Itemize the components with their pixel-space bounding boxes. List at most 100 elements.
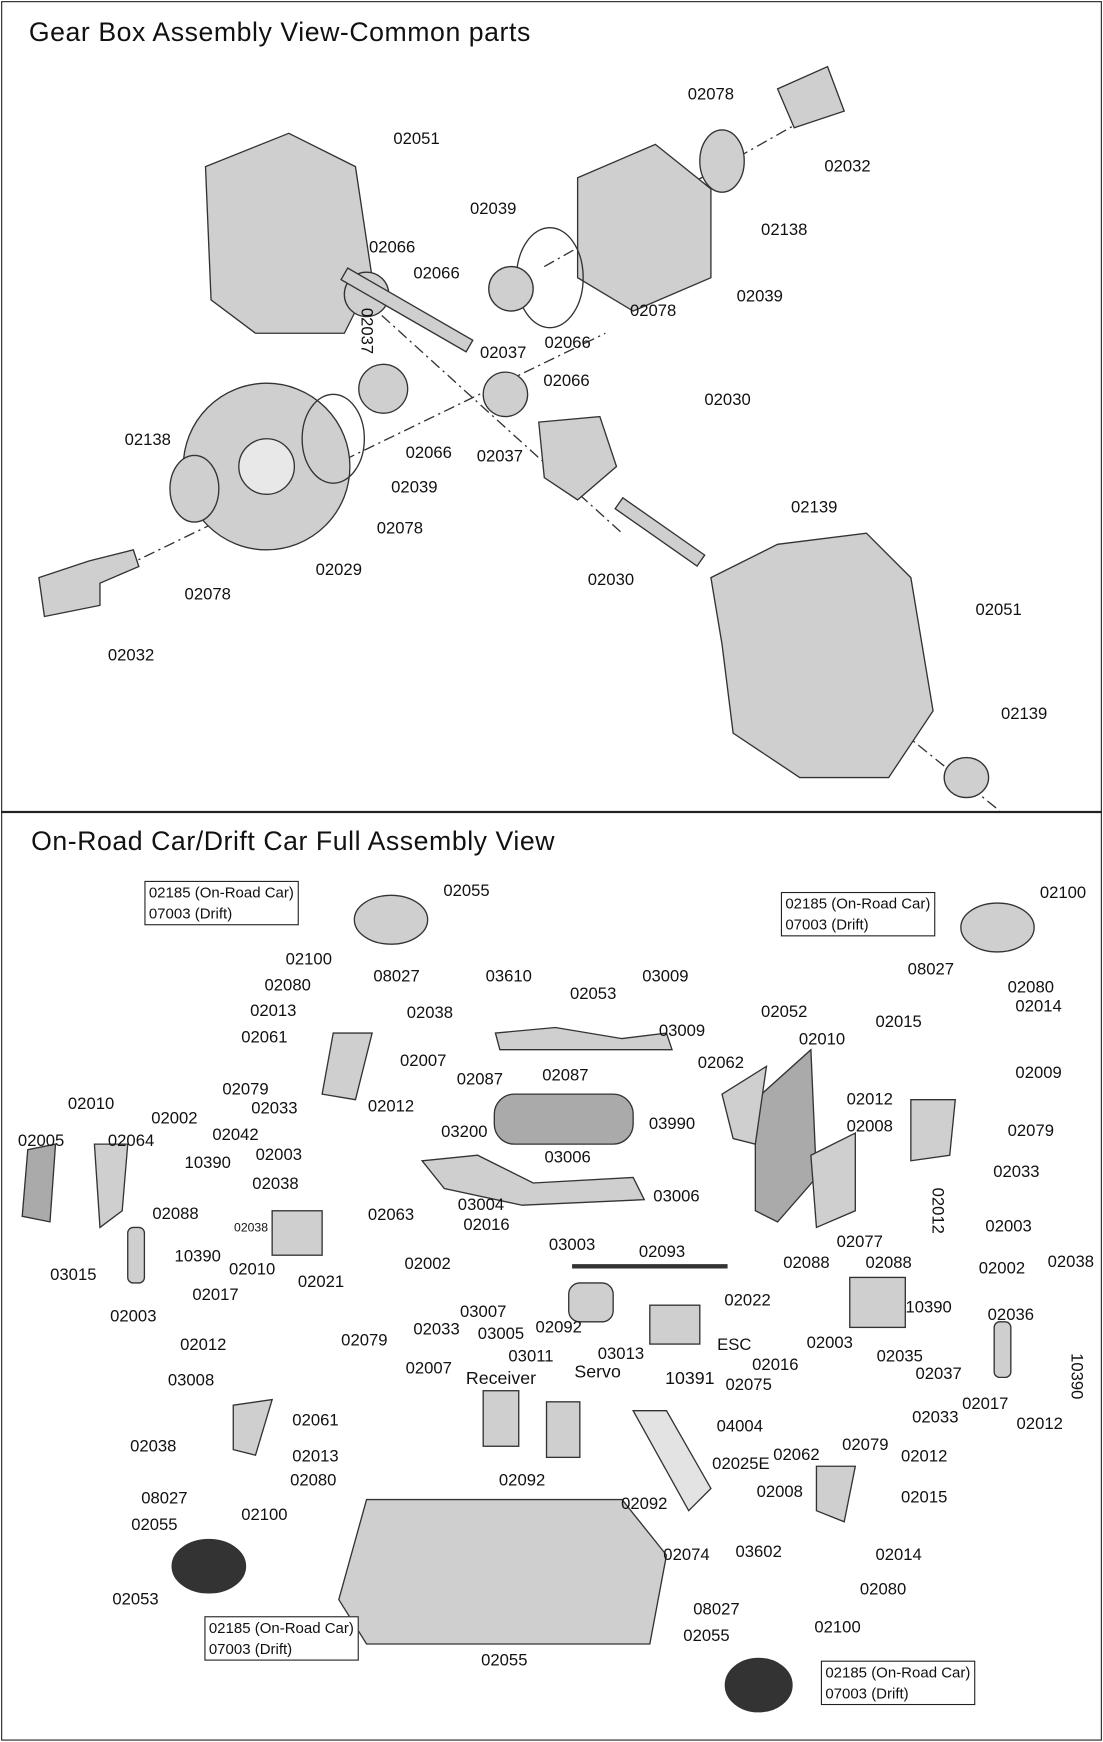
tire-part-onroad: 02185 (On-Road Car): [825, 1663, 971, 1681]
gearbox-part-label: 02051: [393, 129, 440, 149]
tire-part-box-front-right: 02185 (On-Road Car) 07003 (Drift): [780, 891, 935, 937]
assembly-part-label: 03005: [477, 1324, 525, 1344]
gearbox-part-label: 02030: [587, 570, 635, 590]
assembly-part-label: 02055: [131, 1515, 178, 1535]
assembly-part-label: 02093: [638, 1242, 686, 1262]
assembly-part-label: 03006: [544, 1148, 591, 1167]
assembly-part-label: 02092: [535, 1317, 582, 1337]
assembly-part-label: 02015: [875, 1012, 922, 1032]
assembly-part-label: 02092: [498, 1471, 546, 1491]
gearbox-part-label: 02039: [391, 478, 438, 498]
assembly-part-label: 02038: [234, 1221, 269, 1235]
assembly-part-label: 02080: [1007, 978, 1054, 997]
assembly-part-label: 02100: [285, 950, 332, 970]
assembly-part-label: 02062: [697, 1053, 745, 1073]
gearbox-part-label: 02066: [405, 443, 452, 463]
assembly-part-label: 02014: [875, 1545, 922, 1565]
assembly-part-label: 03007: [460, 1302, 507, 1322]
assembly-part-label: 02033: [993, 1162, 1040, 1182]
assembly-part-label: 02038: [130, 1436, 177, 1456]
assembly-part-label: 02062: [773, 1445, 820, 1465]
gearbox-part-label: 02066: [368, 238, 416, 258]
assembly-part-label: 02003: [255, 1145, 302, 1165]
assembly-part-label: 03013: [597, 1344, 645, 1364]
gearbox-section-title: Gear Box Assembly View-Common parts: [28, 17, 531, 48]
tire-front-right: [960, 902, 1035, 953]
assembly-part-label: 03610: [485, 966, 532, 986]
assembly-part-label: 02025E: [712, 1454, 770, 1474]
assembly-part-label: 03990: [648, 1114, 696, 1134]
assembly-part-label: 04004: [716, 1416, 763, 1436]
assembly-part-label: 03006: [653, 1186, 700, 1206]
assembly-part-label: 02055: [443, 881, 490, 901]
gearbox-part-label: 02078: [184, 584, 231, 604]
gearbox-part-label: 02029: [315, 560, 362, 580]
assembly-part-label: Servo: [574, 1362, 621, 1382]
assembly-part-label: 02100: [1039, 883, 1087, 903]
assembly-part-label: 02079: [222, 1080, 269, 1100]
assembly-part-label: 02015: [901, 1487, 948, 1507]
assembly-part-label: 02010: [798, 1030, 846, 1050]
gearbox-part-label: 02039: [736, 287, 783, 307]
rear-gearbox: [271, 1210, 323, 1256]
gearbox-part-label: 02039: [470, 199, 517, 219]
tire-part-drift: 07003 (Drift): [148, 905, 233, 922]
assembly-part-label: 10391: [665, 1369, 715, 1389]
gearbox-part-label: 02066: [544, 333, 591, 353]
front-bumper: [754, 1048, 818, 1223]
assembly-part-label: 02061: [292, 1411, 339, 1431]
shock-tower-front: [721, 1065, 768, 1145]
front-gearbox: [849, 1276, 906, 1329]
assembly-part-label: 03009: [658, 1021, 706, 1041]
assembly-part-label: 02016: [463, 1215, 510, 1235]
assembly-part-label: 03008: [167, 1371, 215, 1391]
assembly-part-label: 02021: [297, 1272, 345, 1292]
assembly-part-label: Receiver: [465, 1369, 537, 1389]
assembly-part-label: 03003: [548, 1235, 596, 1255]
assembly-part-label: 02010: [67, 1094, 115, 1114]
assembly-part-label: 08027: [693, 1600, 740, 1619]
rear-wing-mount: [21, 1143, 57, 1223]
assembly-part-label: 02087: [456, 1070, 504, 1090]
assembly-part-label: 02033: [413, 1320, 460, 1340]
tire-front-left: [353, 894, 429, 945]
assembly-part-label: 02033: [912, 1407, 959, 1427]
assembly-part-label: 02100: [814, 1617, 861, 1637]
assembly-part-label: 02061: [241, 1028, 288, 1047]
assembly-part-label: 02055: [481, 1651, 528, 1671]
assembly-part-label: 02080: [290, 1471, 337, 1491]
assembly-part-label: 02005: [17, 1131, 65, 1151]
assembly-part-label: 02012: [180, 1335, 227, 1355]
outdrive-left: [38, 549, 140, 618]
bearing: [169, 454, 220, 523]
assembly-part-label: 02002: [404, 1254, 451, 1274]
assembly-part-label: 03200: [441, 1122, 488, 1142]
assembly-part-label: 02013: [250, 1001, 297, 1021]
assembly-part-label: 02080: [264, 975, 311, 995]
tire-part-drift: 07003 (Drift): [825, 1685, 909, 1702]
steering-assembly: [632, 1410, 712, 1512]
assembly-part-label: 02064: [107, 1131, 155, 1151]
assembly-section-title: On-Road Car/Drift Car Full Assembly View: [31, 826, 556, 857]
assembly-part-label: ESC: [717, 1335, 752, 1355]
section-divider: [1, 810, 1102, 814]
assembly-part-label: 02013: [292, 1446, 339, 1466]
gearbox-part-label: 02032: [107, 645, 155, 665]
assembly-part-label: 02017: [192, 1285, 239, 1305]
rear-arm-lower: [232, 1398, 274, 1456]
assembly-part-label: 03015: [50, 1265, 97, 1285]
assembly-part-label: 02053: [569, 984, 617, 1004]
esc: [482, 1390, 520, 1447]
assembly-part-label: 02003: [985, 1216, 1032, 1236]
tire-rear-right: [724, 1657, 793, 1713]
assembly-part-label: 10390: [1066, 1353, 1086, 1400]
tire-part-box-rear-right: 02185 (On-Road Car) 07003 (Drift): [820, 1660, 975, 1706]
assembly-part-label: 02079: [341, 1331, 388, 1351]
battery: [493, 1093, 634, 1145]
assembly-part-label: 10390: [905, 1297, 952, 1317]
assembly-part-label: 03009: [642, 966, 689, 986]
gearbox-part-label: 02078: [376, 519, 424, 539]
chassis: [338, 1498, 668, 1645]
